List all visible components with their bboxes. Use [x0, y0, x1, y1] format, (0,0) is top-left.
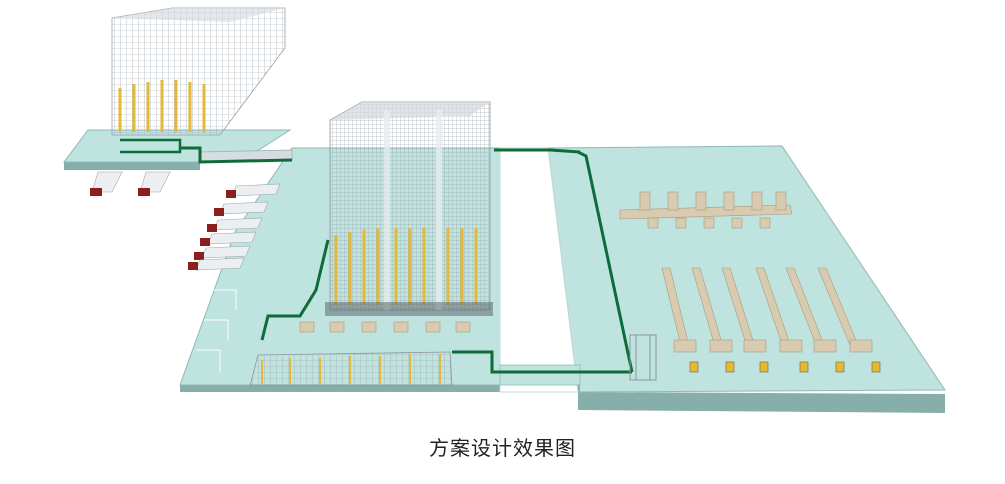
agv-icon [759, 361, 769, 373]
sorting-stations-upper [619, 191, 793, 229]
agv-icon [871, 361, 881, 373]
truck-icon [194, 245, 251, 260]
truck-icon [188, 257, 245, 271]
agv-icon [689, 361, 699, 373]
truck-icon [200, 231, 257, 246]
conveyor-network [180, 146, 634, 374]
picking-area [196, 289, 471, 387]
truck-icon [226, 183, 281, 198]
high-bay-rack-block [325, 101, 493, 316]
truck-icon [90, 171, 123, 196]
truck-fleet [90, 171, 281, 271]
agv-icon [725, 361, 735, 373]
figure-caption: 方案设计效果图 [429, 436, 576, 460]
agv-icon [835, 361, 845, 373]
stacker-crane-icon [629, 334, 657, 381]
remote-rack-block [111, 7, 286, 154]
truck-icon [138, 171, 171, 196]
warehouse-rendering [63, 7, 946, 413]
sorting-lines-lower [661, 267, 873, 353]
remote-warehouse-floor [63, 129, 293, 170]
agv-fleet [689, 361, 881, 373]
truck-icon [214, 201, 269, 216]
agv-icon [799, 361, 809, 373]
truck-icon [207, 217, 263, 232]
